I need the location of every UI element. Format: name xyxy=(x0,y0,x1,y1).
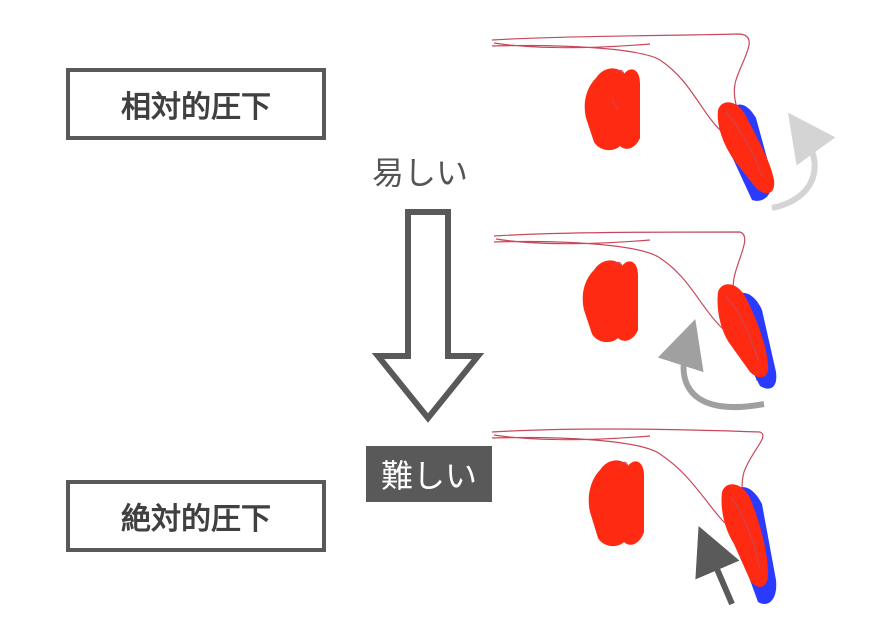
intrusion-arrow-dark xyxy=(695,525,740,606)
panel-absolute xyxy=(491,428,777,606)
molar-tooth xyxy=(588,460,644,547)
rotation-arrow-light xyxy=(771,112,836,211)
incisor-tooth xyxy=(717,284,769,378)
absolute-intrusion-label: 絶対的圧下 xyxy=(66,480,326,552)
molar-tooth xyxy=(582,260,638,343)
difficult-badge: 難しい xyxy=(366,446,492,502)
relative-intrusion-label: 相対的圧下 xyxy=(66,68,326,140)
incisor-tooth xyxy=(721,484,768,587)
molar-tooth xyxy=(584,68,640,151)
panel-relative xyxy=(491,33,836,211)
rotation-arrow-mid xyxy=(657,319,765,411)
panel-middle xyxy=(493,231,777,411)
easy-label: 易しい xyxy=(372,154,469,192)
difficulty-down-arrow xyxy=(371,209,485,423)
